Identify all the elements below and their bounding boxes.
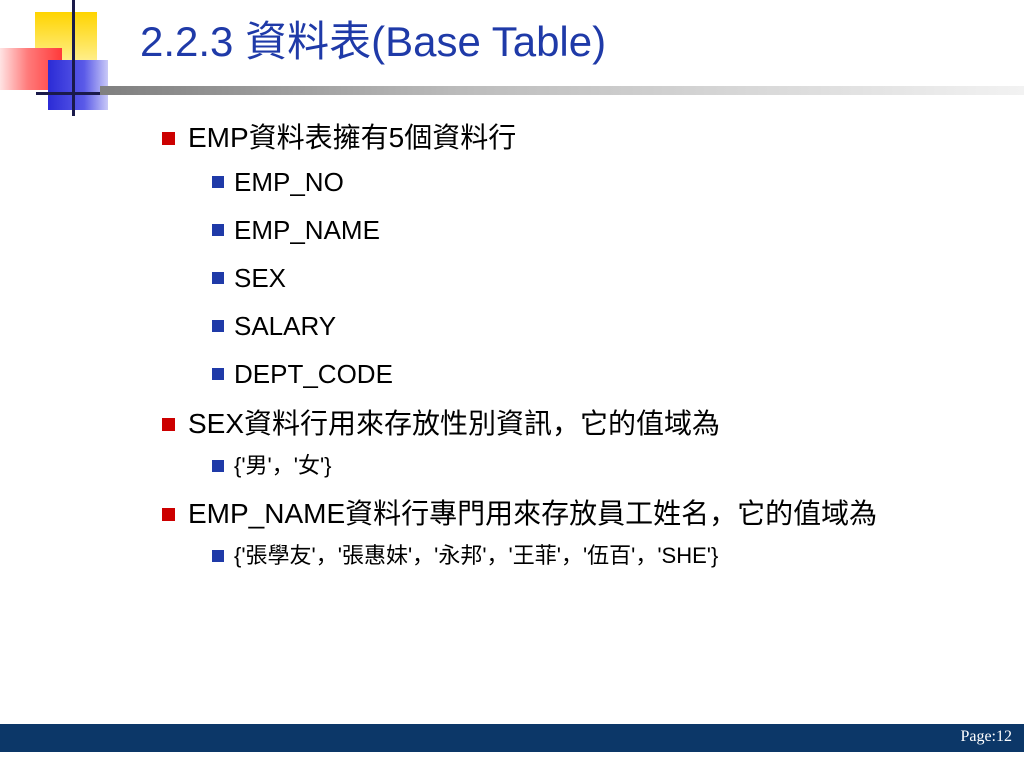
decorative-blue-square xyxy=(48,60,108,110)
subitem-sex: SEX xyxy=(160,260,940,296)
red-square-bullet-icon xyxy=(162,508,175,521)
bullet-emp-table: EMP資料表擁有5個資料行 xyxy=(160,118,940,158)
red-square-bullet-icon xyxy=(162,418,175,431)
blue-square-bullet-icon xyxy=(212,224,224,236)
red-square-bullet-icon xyxy=(162,132,175,145)
subitem-text: {'張學友'，'張惠妹'，'永邦'，'王菲'，'伍百'，'SHE'} xyxy=(234,543,719,568)
subitem-sex-domain: {'男'，'女'} xyxy=(160,450,940,482)
bullet-emp-name-column: EMP_NAME資料行專門用來存放員工姓名，它的值域為 xyxy=(160,494,940,534)
slide-title: 2.2.3 資料表(Base Table) xyxy=(140,18,607,65)
decorative-horizontal-line xyxy=(36,92,126,95)
blue-square-bullet-icon xyxy=(212,460,224,472)
slide-content: EMP資料表擁有5個資料行 EMP_NO EMP_NAME SEX SALARY… xyxy=(160,118,940,584)
page-number: Page:12 xyxy=(960,728,1012,745)
subitem-text: {'男'，'女'} xyxy=(234,453,332,478)
subitem-text: EMP_NAME xyxy=(234,215,380,245)
subitem-emp-name: EMP_NAME xyxy=(160,212,940,248)
subitem-emp-no: EMP_NO xyxy=(160,164,940,200)
bullet-text: EMP資料表擁有5個資料行 xyxy=(188,122,517,153)
subitem-text: SEX xyxy=(234,263,287,293)
subitem-text: EMP_NO xyxy=(234,167,344,197)
title-underline xyxy=(100,86,1024,95)
subitem-dept-code: DEPT_CODE xyxy=(160,356,940,392)
blue-square-bullet-icon xyxy=(212,176,224,188)
footer-bar: Page:12 xyxy=(0,724,1024,752)
bullet-text: EMP_NAME資料行專門用來存放員工姓名，它的值域為 xyxy=(188,498,878,529)
subitem-text: DEPT_CODE xyxy=(234,359,393,389)
bullet-sex-column: SEX資料行用來存放性別資訊，它的值域為 xyxy=(160,404,940,444)
blue-square-bullet-icon xyxy=(212,368,224,380)
blue-square-bullet-icon xyxy=(212,320,224,332)
subitem-text: SALARY xyxy=(234,311,337,341)
subitem-emp-name-domain: {'張學友'，'張惠妹'，'永邦'，'王菲'，'伍百'，'SHE'} xyxy=(160,540,940,572)
subitem-salary: SALARY xyxy=(160,308,940,344)
bullet-text: SEX資料行用來存放性別資訊，它的值域為 xyxy=(188,408,721,439)
blue-square-bullet-icon xyxy=(212,550,224,562)
blue-square-bullet-icon xyxy=(212,272,224,284)
decorative-vertical-line xyxy=(72,0,75,116)
